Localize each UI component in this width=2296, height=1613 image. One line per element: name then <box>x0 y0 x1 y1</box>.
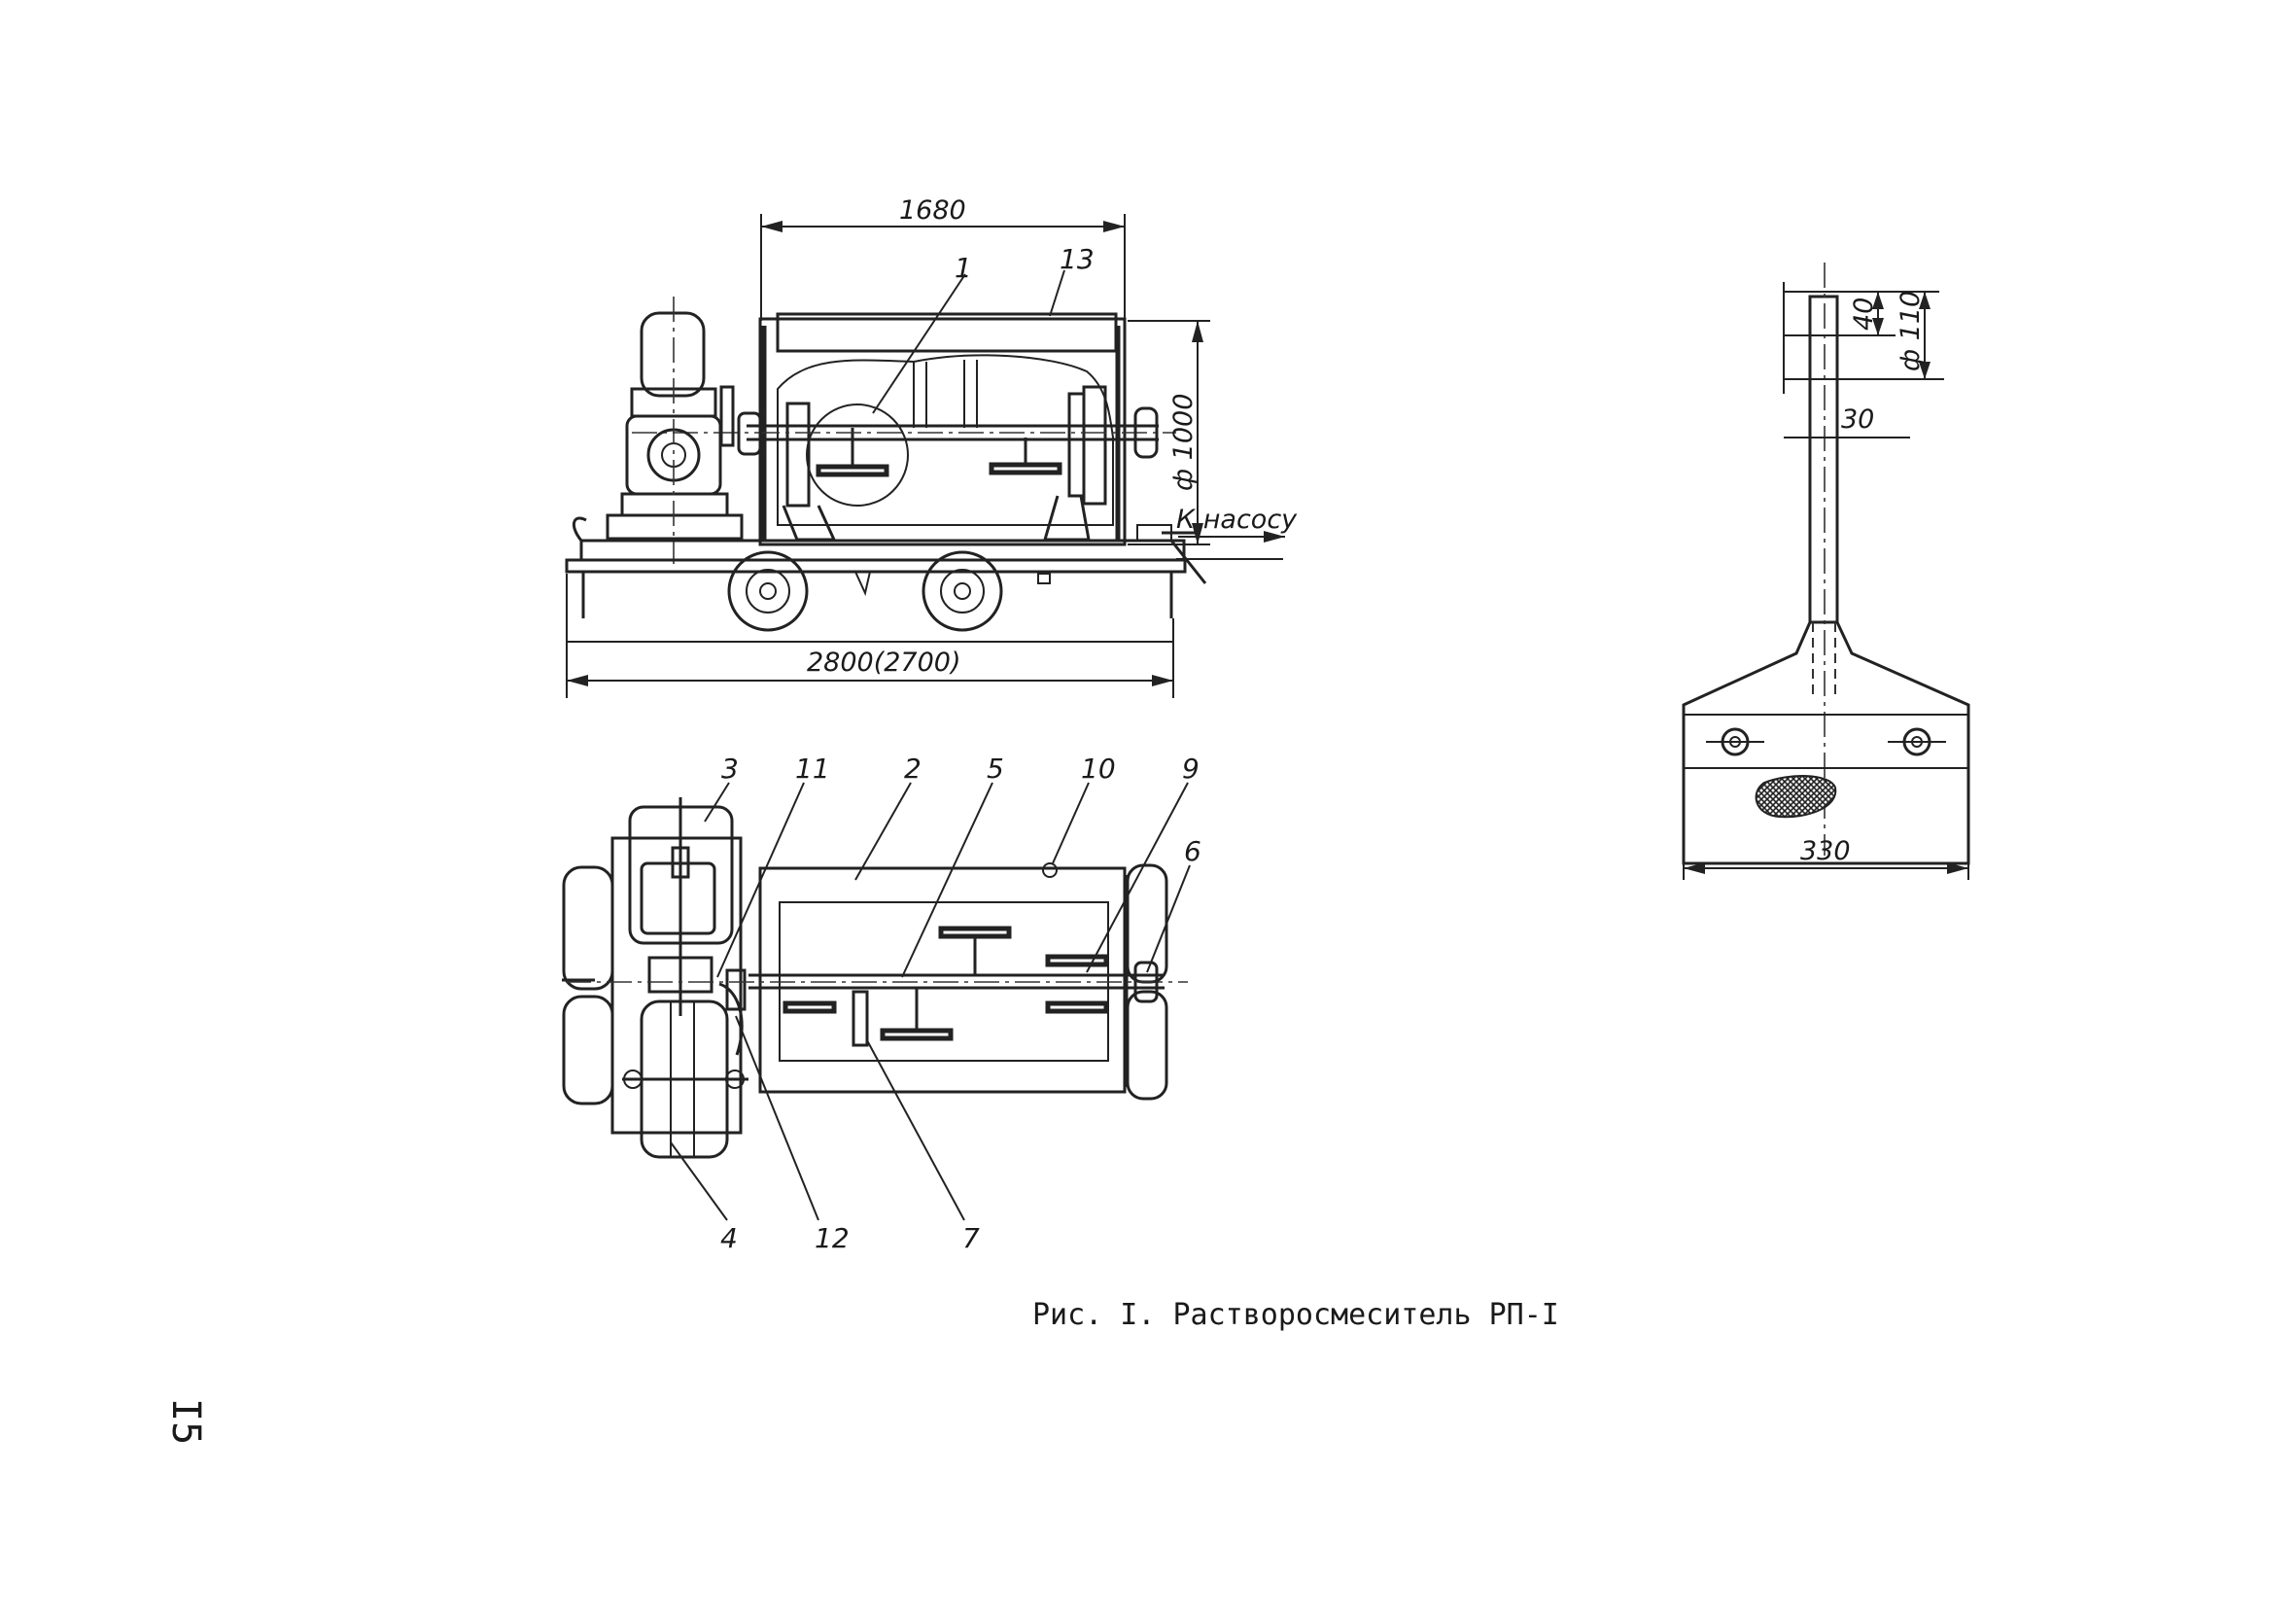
callout-label: 5 <box>987 753 1004 785</box>
callout-label: 3 <box>721 753 739 785</box>
callout-label: 13 <box>1060 243 1095 275</box>
motor-unit <box>606 297 744 564</box>
figure-caption: Рис. I. Растворосмеситель РП-I <box>1032 1298 1559 1332</box>
outlet-arrow: К насосу <box>1176 505 1298 543</box>
dimension-overall-label: 2800(2700) <box>807 648 961 678</box>
dimension-top-label: 40 <box>1849 298 1879 331</box>
callout-label: 7 <box>962 1222 980 1254</box>
top-callouts: 3 11 2 5 10 9 6 4 12 7 <box>670 753 1201 1254</box>
dimension-height-label: ф 110 <box>1896 291 1926 371</box>
callout-label: 11 <box>795 753 830 785</box>
dimension-shaft-label: 30 <box>1841 404 1874 435</box>
side-view: 1680 <box>565 195 1298 698</box>
blade-detail: 330 40 ф 110 30 <box>1682 263 1970 880</box>
carriage-frame <box>565 516 1283 618</box>
callout-label: 2 <box>904 753 922 785</box>
page-number: I5 <box>163 1398 208 1445</box>
outlet-label: К насосу <box>1176 505 1298 535</box>
dimension-diameter: ф 1000 <box>1128 320 1210 545</box>
mixer-drum <box>758 312 1127 546</box>
callout-label: 1 <box>955 252 972 284</box>
callout-label: 12 <box>815 1222 850 1254</box>
callout-label: 6 <box>1184 835 1201 867</box>
callout-label: 9 <box>1182 753 1200 785</box>
callout-label: 4 <box>720 1222 738 1254</box>
callout-label: 10 <box>1081 753 1116 785</box>
dimension-length: 1680 <box>760 195 1126 321</box>
dimension-width-label: 330 <box>1800 836 1851 866</box>
dimension-length-label: 1680 <box>899 195 966 226</box>
side-callouts: 1 13 <box>872 243 1095 414</box>
top-view: 3 11 2 5 10 9 6 4 12 7 <box>562 753 1201 1254</box>
dimension-diameter-label: ф 1000 <box>1168 394 1199 491</box>
wheel-left <box>727 550 809 632</box>
wheel-right <box>922 550 1003 632</box>
dimension-overall: 2800(2700) <box>566 574 1174 698</box>
